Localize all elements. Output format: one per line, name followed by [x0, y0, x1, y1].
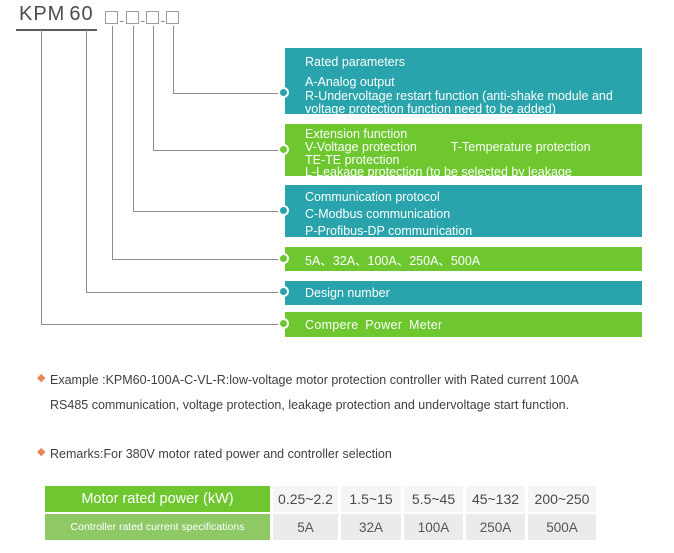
legend-title: Communication protocol: [305, 190, 440, 204]
connector-line-field1: [112, 26, 113, 259]
connector-dot: [278, 205, 289, 216]
legend-item: R-Undervoltage restart function (anti-sh…: [305, 88, 613, 116]
table-row-value: 250A: [466, 514, 525, 540]
remarks-note: ◆ Remarks:For 380V motor rated power and…: [37, 442, 647, 467]
legend-box-compere-power-meter: Compere Power Meter: [285, 312, 642, 337]
dash-separator: -: [160, 12, 166, 28]
example-line-2: RS485 communication, voltage protection,…: [50, 398, 570, 412]
connector-dot: [278, 318, 289, 329]
table-row-value: 500A: [528, 514, 596, 540]
table-row-value: 32A: [341, 514, 401, 540]
diamond-bullet-icon: ◆: [37, 372, 46, 384]
connector-dot: [278, 253, 289, 264]
connector-dot: [278, 286, 289, 297]
table-header-value: 1.5~15: [341, 486, 401, 512]
legend-title: Rated parameters: [305, 55, 406, 69]
table-header-value: 0.25~2.2: [273, 486, 338, 512]
table-row-value: 5A: [273, 514, 338, 540]
connector-line-meter: [41, 324, 283, 325]
legend-box-communication-protocol: Communication protocol C-Modbus communic…: [285, 185, 642, 238]
legend-title: Design number: [305, 286, 390, 300]
model-field-square-2: [126, 11, 139, 24]
connector-line-current: [112, 259, 283, 260]
model-field-square-1: [105, 11, 118, 24]
table-header-value: 200~250: [528, 486, 596, 512]
table-header-value: 5.5~45: [404, 486, 463, 512]
connector-line-communication: [133, 211, 283, 212]
connector-line-design: [86, 292, 283, 293]
legend-item: T-Temperature protection: [450, 139, 591, 154]
legend-item: C-Modbus communication: [305, 207, 451, 221]
legend-title: Extension function: [305, 127, 408, 141]
legend-item: V-Voltage protection: [305, 139, 417, 154]
connector-line-extension: [153, 150, 283, 151]
connector-line-field2: [133, 26, 134, 211]
legend-title: Compere Power Meter: [305, 317, 443, 332]
model-prefix: KPM: [16, 3, 69, 31]
legend-item: TE-TE protection: [305, 152, 400, 167]
table-header-value: 45~132: [466, 486, 525, 512]
model-number: 60: [66, 3, 97, 31]
example-line-1: Example :KPM60-100A-C-VL-R:low-voltage m…: [50, 373, 579, 387]
power-selection-table: Motor rated power (kW) 0.25~2.2 1.5~15 5…: [45, 486, 596, 540]
legend-item: P-Profibus-DP communication: [305, 223, 473, 238]
table-header-label: Motor rated power (kW): [45, 486, 270, 512]
connector-line-field3: [153, 26, 154, 150]
remarks-text: Remarks:For 380V motor rated power and c…: [50, 447, 392, 461]
connector-line-rated-parameters: [173, 93, 283, 94]
connector-dot: [278, 87, 289, 98]
legend-item: A-Analog output: [305, 75, 395, 89]
legend-box-design-number: Design number: [285, 281, 642, 305]
table-row-value: 100A: [404, 514, 463, 540]
connector-line-field4: [173, 26, 174, 93]
diamond-bullet-icon: ◆: [37, 446, 46, 458]
model-field-square-4: [166, 11, 179, 24]
connector-dot: [278, 144, 289, 155]
table-row-label: Controller rated current specifications: [45, 514, 270, 540]
legend-box-rated-current: 5A、32A、100A、250A、500A: [285, 247, 642, 271]
legend-box-rated-parameters: Rated parameters A-Analog output R-Under…: [285, 48, 642, 116]
dash-separator: -: [140, 12, 146, 28]
connector-line-prefix: [41, 30, 42, 324]
example-note: ◆ Example :KPM60-100A-C-VL-R:low-voltage…: [37, 368, 647, 418]
model-field-square-3: [146, 11, 159, 24]
legend-title: 5A、32A、100A、250A、500A: [305, 253, 481, 268]
dash-separator: -: [119, 12, 125, 28]
connector-line-number: [86, 30, 87, 292]
